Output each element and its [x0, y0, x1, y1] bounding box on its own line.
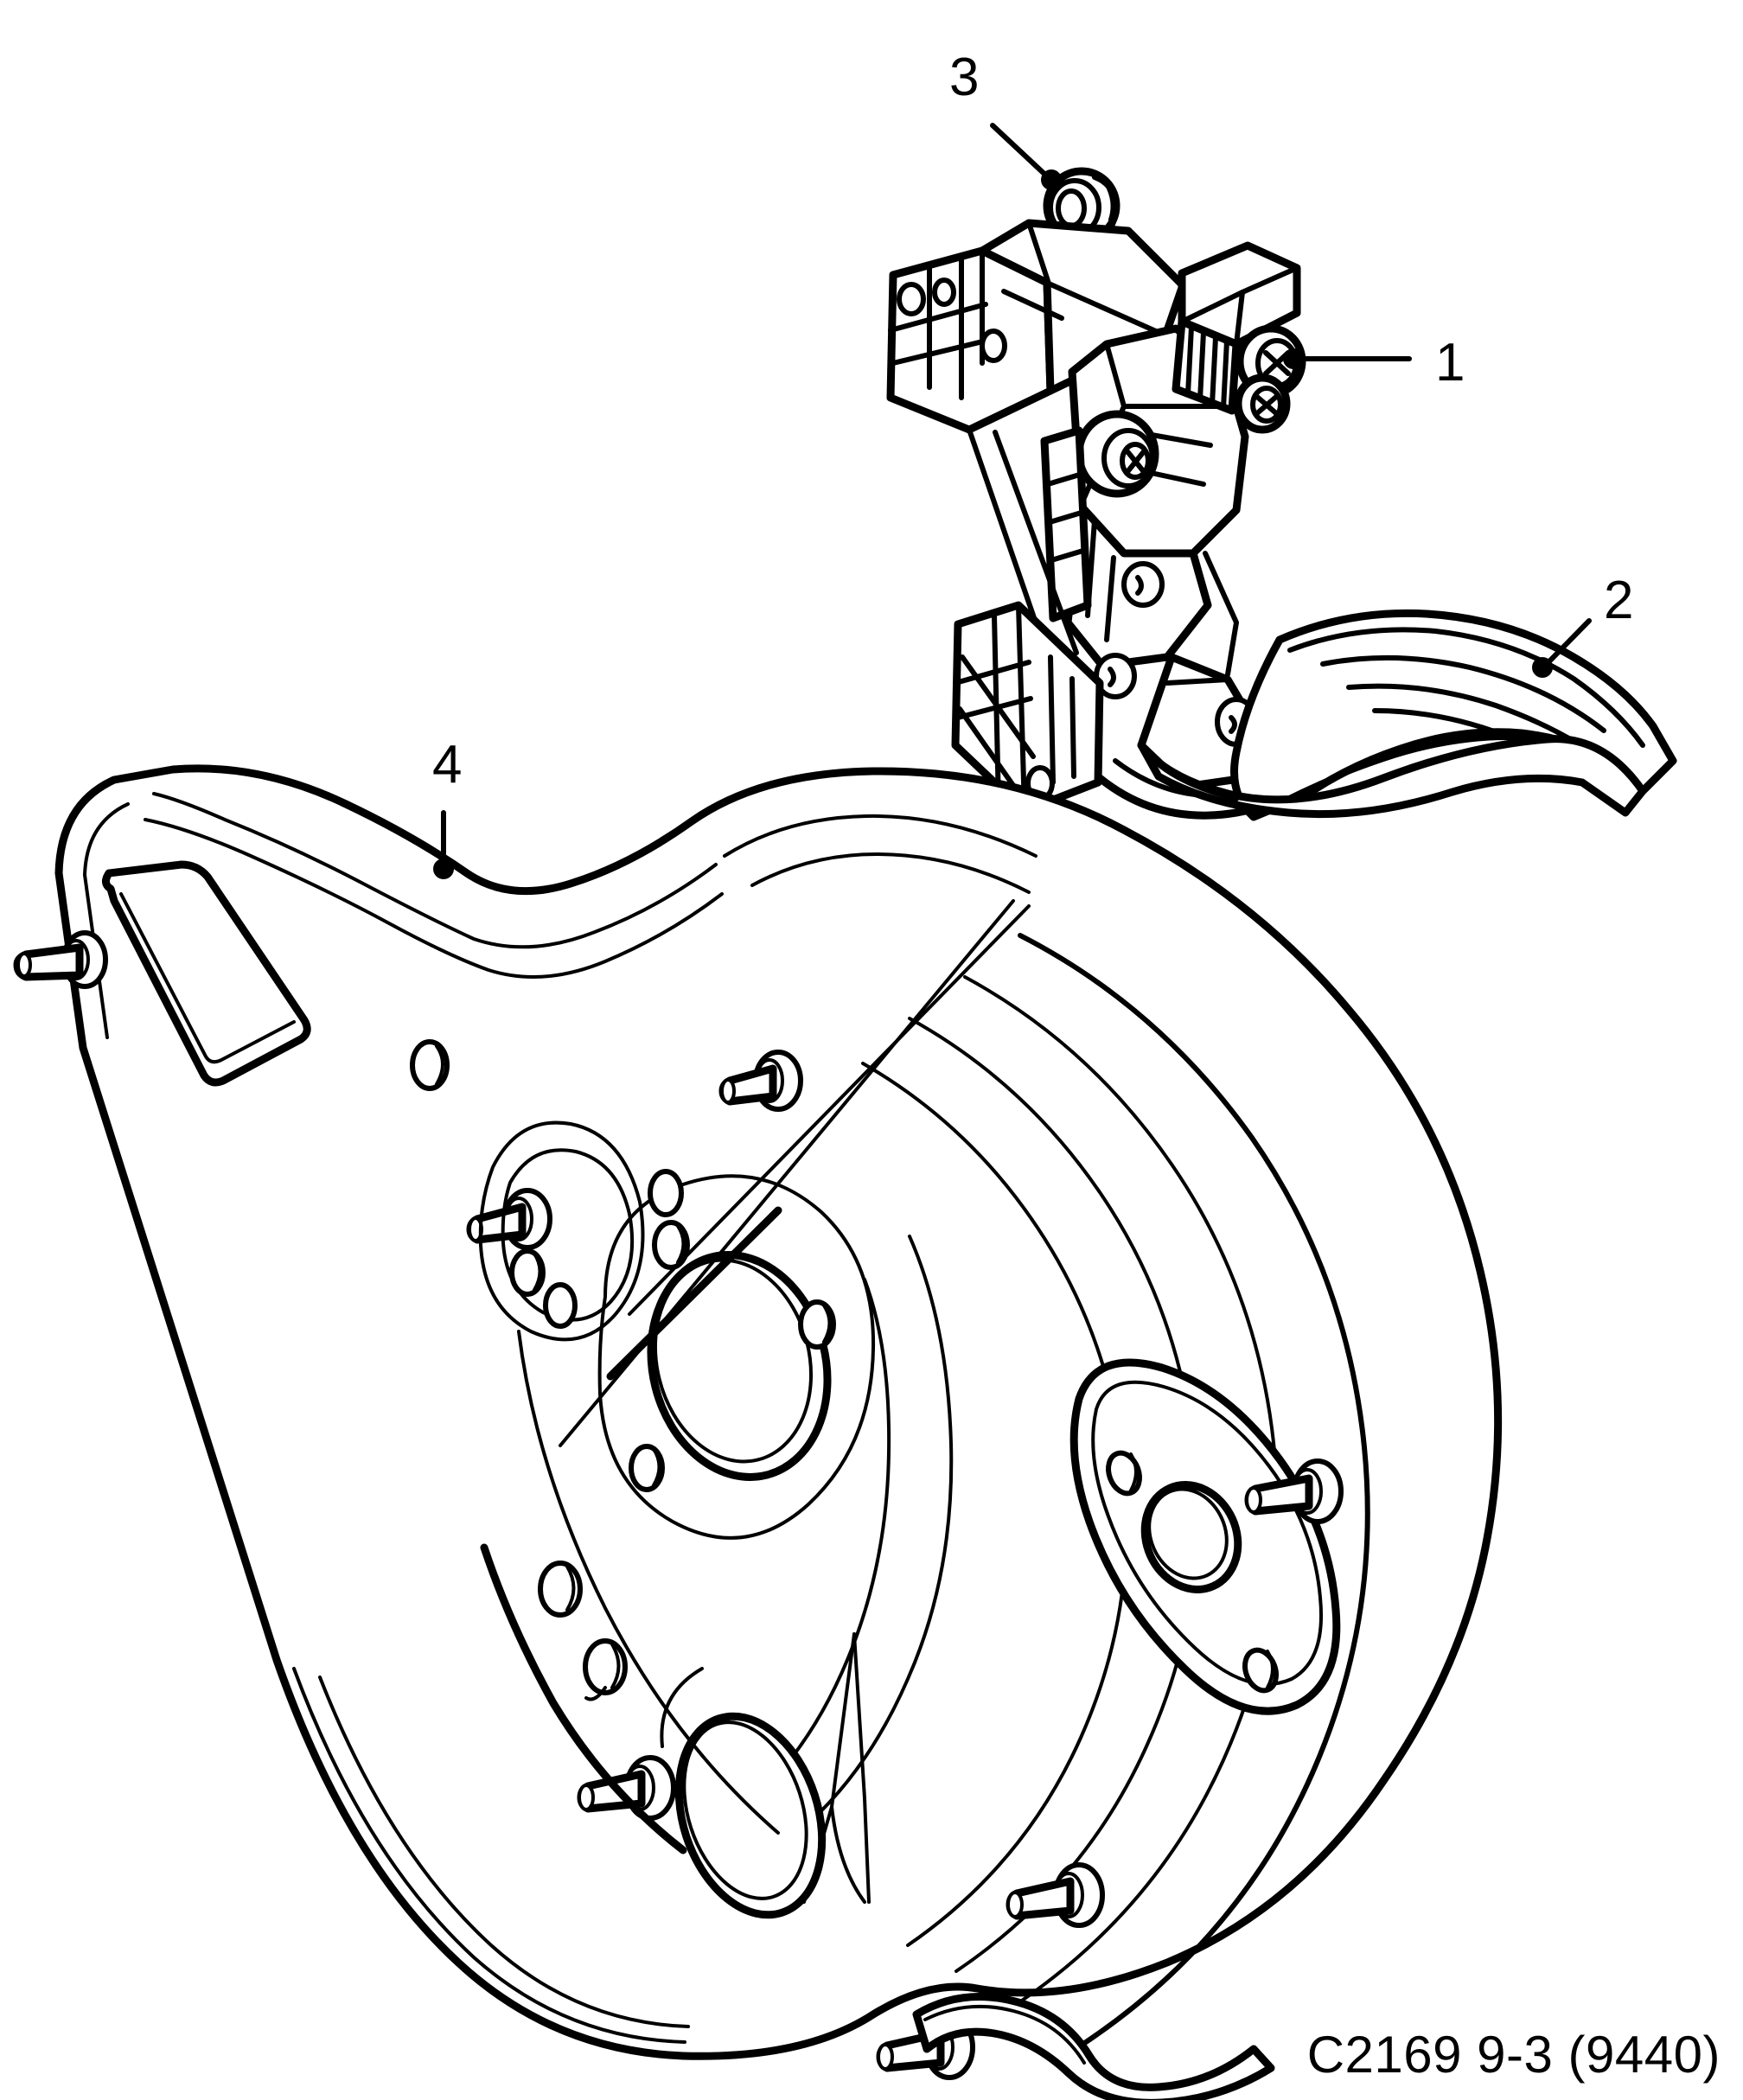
central-boss-holes	[629, 1169, 836, 1492]
scribe-line-b	[628, 904, 1031, 1316]
pivot-bosses-center	[1075, 410, 1159, 498]
stud-upper-right	[718, 1050, 803, 1112]
leader-line-2	[1545, 618, 1592, 666]
mounting-bracket	[13, 764, 1503, 2100]
bracket-tail-lower-left	[480, 1543, 687, 1854]
leader-dot-2	[1532, 657, 1553, 678]
stud-right	[1244, 1459, 1344, 1524]
callout-label-3: 3	[949, 48, 979, 107]
pedal-arm-rib-strip	[1040, 426, 1092, 622]
ladder-bracket-upper	[886, 246, 1055, 434]
callout-leaders	[433, 123, 1592, 879]
connector-housing	[1172, 241, 1301, 415]
callout-label-4: 4	[432, 735, 462, 795]
small-hole-upper	[410, 1039, 450, 1091]
left-flange-plate	[478, 1120, 690, 1342]
callout-label-2: 2	[1604, 571, 1633, 630]
leader-dot-3	[1041, 169, 1062, 190]
leader-line-3	[990, 123, 1049, 178]
stud-lower-right	[1006, 1862, 1105, 1928]
drawing-caption: C2169 9-3 (9440)	[1306, 2026, 1721, 2084]
large-oval-hole	[647, 1251, 832, 1481]
stud-lower-left	[577, 1755, 676, 1821]
stud-mid-left	[466, 1188, 552, 1250]
pedal-pad	[1137, 609, 1677, 821]
rectangular-cutout	[102, 860, 311, 1087]
triangular-boss-pad	[1069, 1358, 1341, 1715]
ladder-bracket-lower	[951, 601, 1104, 815]
scribe-line-c	[606, 1206, 782, 1381]
pedal-strut-left-inner	[993, 430, 1079, 655]
stud-upper-left	[13, 930, 108, 989]
leader-dot-4	[433, 859, 454, 879]
lower-oval-hole	[660, 1667, 827, 1919]
callout-label-1: 1	[1435, 333, 1465, 393]
leader-dot-1	[1283, 348, 1304, 369]
pivot-bosses-right	[1234, 324, 1306, 434]
